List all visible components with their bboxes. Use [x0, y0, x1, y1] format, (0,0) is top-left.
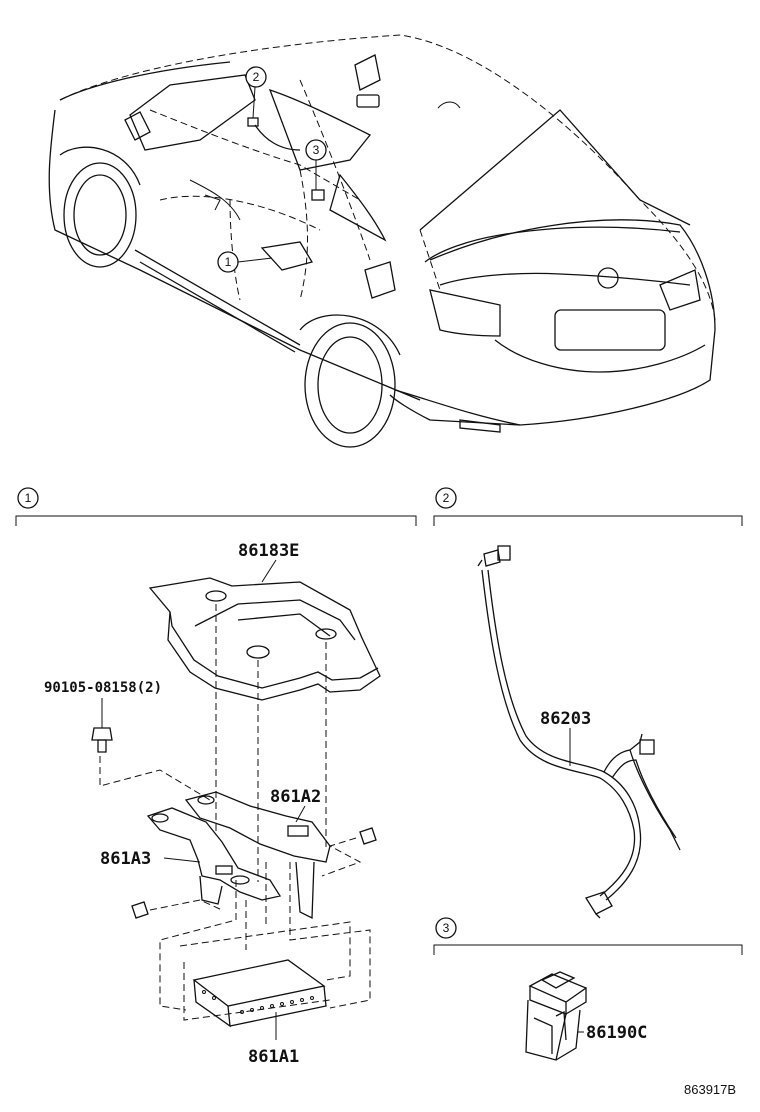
bolt-upper — [91, 727, 113, 753]
wire-harness-part — [477, 545, 681, 919]
bolt-right — [321, 827, 377, 877]
callout-3-label: 3 — [313, 143, 320, 157]
cover-part — [148, 577, 381, 701]
bolt-part-number: 90105-08158(2) — [44, 680, 162, 696]
callout-2-label: 2 — [253, 70, 260, 84]
switch-part — [525, 971, 588, 1061]
diagram-reference-code: 863917B — [684, 1082, 736, 1097]
receiver-part — [192, 959, 327, 1028]
bracket-a2-part — [184, 791, 331, 920]
wire-harness-part-number: 86203 — [540, 709, 591, 729]
callout-2-vehicle: 2 — [245, 66, 267, 119]
bracket-a3-part-number: 861A3 — [100, 849, 151, 869]
callout-3-vehicle: 3 — [305, 139, 327, 190]
bracket-a3-leader — [163, 857, 201, 863]
receiver-part-number: 861A1 — [248, 1047, 299, 1067]
section-2-header: 2 — [433, 487, 743, 526]
callout-1-vehicle: 1 — [217, 251, 273, 273]
bolt-left — [131, 899, 223, 919]
switch-part-number: 86190C — [586, 1023, 647, 1043]
cover-part-number: 86183E — [238, 541, 299, 561]
bracket-a2-leader — [295, 805, 306, 823]
section-1-number: 1 — [25, 491, 32, 505]
bracket-a2-part-number: 861A2 — [270, 787, 321, 807]
section-3-number: 3 — [443, 921, 450, 935]
cover-leader — [261, 559, 277, 583]
bracket-a3-part — [146, 807, 282, 905]
section-3-header: 3 — [433, 917, 743, 955]
vehicle-illustration — [48, 34, 716, 448]
section-1-header: 1 — [15, 487, 417, 526]
callout-1-label: 1 — [225, 255, 232, 269]
section-2-number: 2 — [443, 491, 450, 505]
